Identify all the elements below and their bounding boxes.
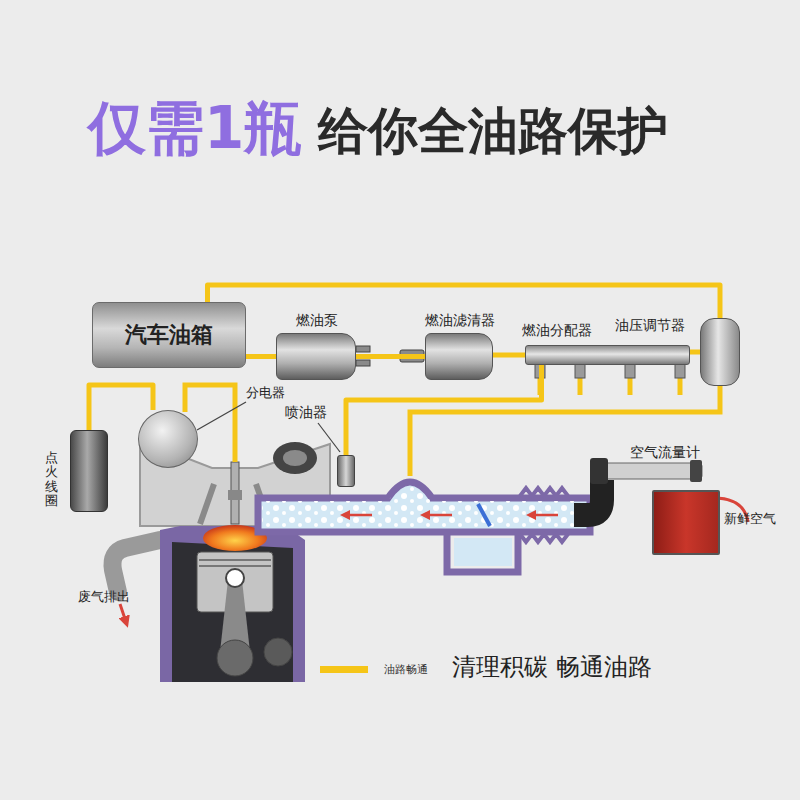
fuel-injector: 喷油器 <box>337 455 355 487</box>
legend-text: 油路畅通 <box>384 662 428 677</box>
ignition-coil: 点火线圈 <box>70 430 108 512</box>
fuel-rail: 燃油分配器 <box>525 345 690 365</box>
node-label: 点火线圈 <box>45 451 58 508</box>
intake-manifold <box>345 514 372 517</box>
pressure-regulator: 油压调节器 <box>700 318 740 386</box>
engine-block <box>160 526 305 682</box>
pump-fittings <box>356 346 370 352</box>
node-label: 喷油器 <box>285 404 327 422</box>
air-duct <box>598 463 702 479</box>
distributor: 分电器 <box>138 410 198 468</box>
air-inlet-label: 新鲜空气 <box>724 512 737 526</box>
legend-item: 油路畅通 <box>320 662 428 677</box>
pump-fittings <box>356 360 370 366</box>
engine-block <box>264 638 292 666</box>
fuel-line <box>690 350 700 355</box>
engine-block <box>217 640 253 676</box>
engine-block <box>199 559 271 561</box>
cylinder-head <box>200 484 214 524</box>
air-duct <box>590 458 608 484</box>
engine-block <box>199 565 271 567</box>
rail-nozzle <box>575 364 585 378</box>
intake-manifold <box>258 482 590 532</box>
node-label: 燃油分配器 <box>522 322 592 340</box>
engine-block <box>172 542 293 682</box>
spark-plug <box>228 462 242 524</box>
legend-swatch <box>320 666 368 673</box>
air-duct <box>690 460 702 482</box>
fuel-filter: 燃油滤清器 <box>425 333 493 380</box>
fuel-line <box>246 354 276 359</box>
exhaust-label: 废气排出 <box>78 590 91 604</box>
intake-manifold <box>425 514 452 517</box>
spark-plug <box>228 490 242 500</box>
intake-manifold <box>447 534 518 572</box>
fuel-line <box>356 354 425 359</box>
fuel-pump: 燃油泵 <box>276 333 356 380</box>
engine-block <box>226 569 244 587</box>
fuel-line <box>493 353 525 358</box>
intake-manifold <box>478 504 490 526</box>
intake-manifold <box>258 482 590 572</box>
cylinder-head <box>283 450 307 466</box>
leader-line <box>318 423 340 452</box>
intake-manifold <box>454 538 512 566</box>
leader-line <box>197 402 246 430</box>
exhaust-pipe <box>113 540 161 592</box>
fuel-tank-box: 汽车油箱 <box>92 302 246 368</box>
caption-text: 清理积碳 畅通油路 <box>452 651 652 683</box>
intake-manifold <box>262 487 586 530</box>
fuel-line <box>185 366 720 476</box>
leader-line <box>197 402 340 452</box>
rail-nozzle <box>535 364 685 378</box>
cylinder-head <box>273 442 317 474</box>
intake-manifold <box>520 488 568 496</box>
exhaust-pipe <box>120 604 126 622</box>
rail-nozzle <box>625 364 635 378</box>
rail-nozzle <box>675 364 685 378</box>
title-text: 给你全油路保护 <box>318 98 668 165</box>
intake-manifold <box>520 534 568 542</box>
fuel-line <box>540 366 680 395</box>
node-label: 汽车油箱 <box>125 320 213 350</box>
node-label: 分电器 <box>246 384 285 402</box>
exhaust-pipe <box>113 540 161 622</box>
air-duct <box>574 480 602 515</box>
pump-fittings <box>356 346 424 366</box>
node-label: 油压调节器 <box>615 317 685 335</box>
node-label: 燃油滤清器 <box>425 312 495 330</box>
node-label: 空气流量计 <box>630 444 700 462</box>
air-flow-meter: 空气流量计 <box>652 490 720 555</box>
intake-manifold <box>531 514 558 517</box>
engine-block <box>160 525 305 682</box>
node-label: 燃油泵 <box>296 312 338 330</box>
title-text: 仅需1瓶 <box>88 90 302 168</box>
